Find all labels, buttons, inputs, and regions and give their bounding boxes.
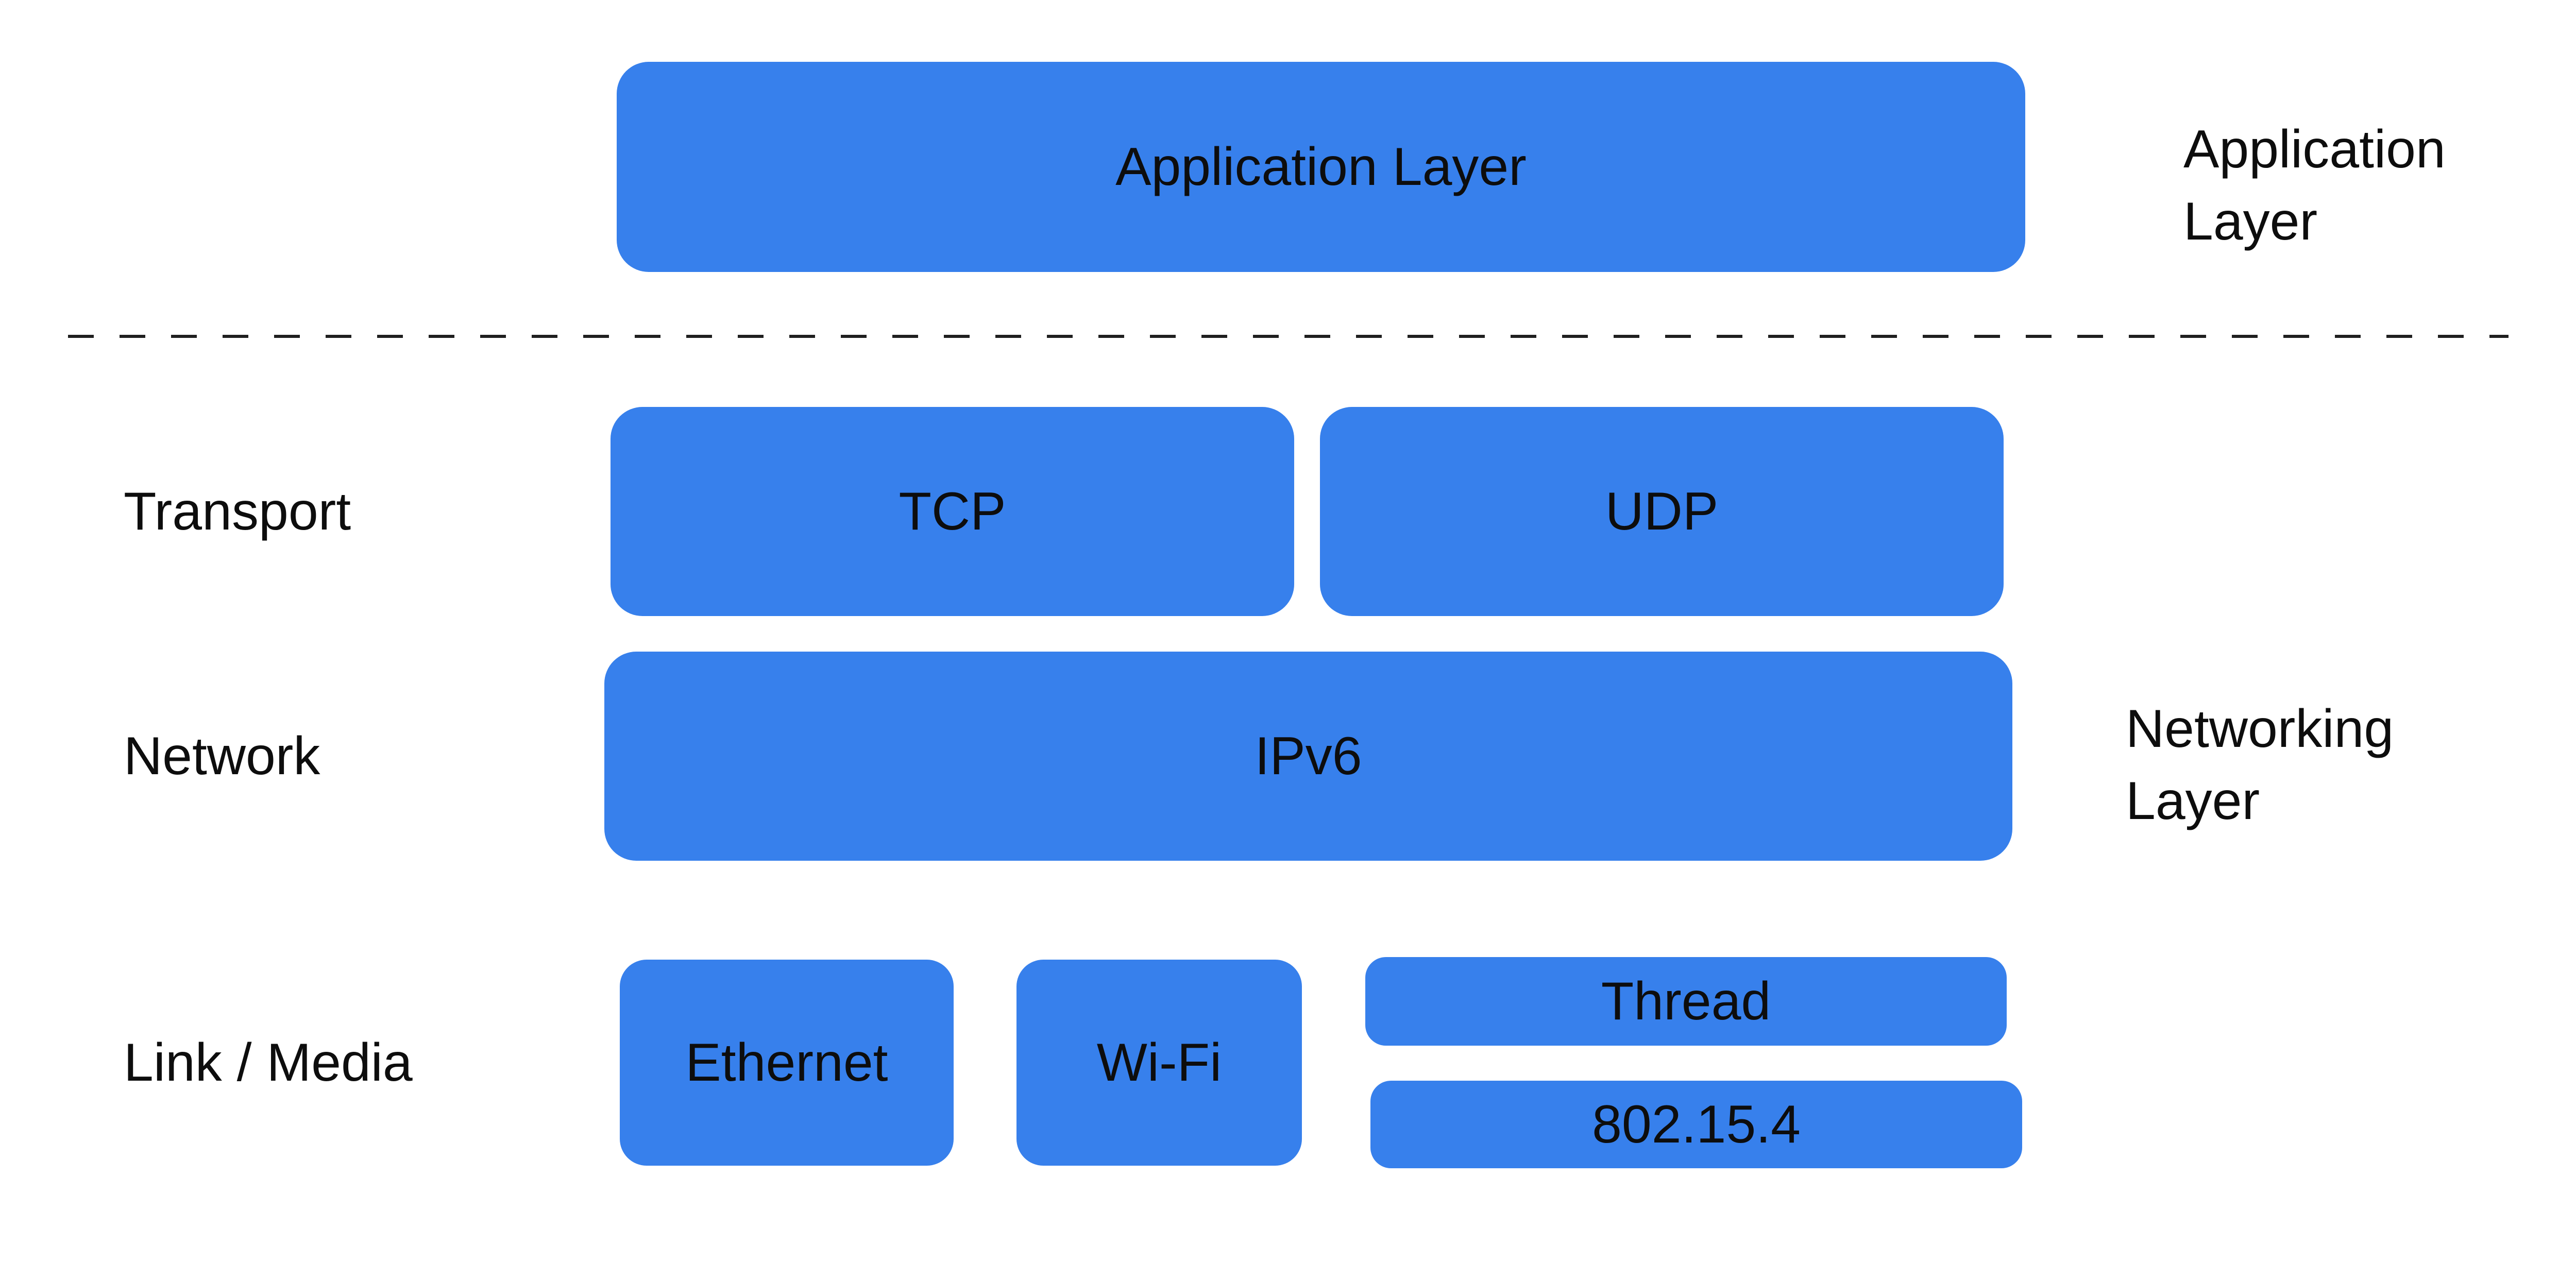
application-layer-side-label: Application Layer <box>2183 120 2446 251</box>
udp-box: UDP <box>1320 407 2004 616</box>
thread-box: Thread <box>1365 957 2007 1046</box>
link-media-row-label: Link / Media <box>124 1033 413 1093</box>
thread-box-label: Thread <box>1601 971 1771 1031</box>
ethernet-box: Ethernet <box>620 960 954 1166</box>
transport-row-label: Transport <box>124 482 351 541</box>
networking-layer-side-label: Networking Layer <box>2126 699 2394 831</box>
application-layer-box: Application Layer <box>617 62 2025 272</box>
layer-divider-dashed-line <box>68 335 2509 338</box>
udp-box-label: UDP <box>1605 481 1719 541</box>
tcp-box: TCP <box>611 407 1294 616</box>
ieee-802-15-4-box-label: 802.15.4 <box>1592 1094 1801 1154</box>
tcp-box-label: TCP <box>899 481 1006 541</box>
ethernet-box-label: Ethernet <box>685 1032 888 1093</box>
ieee-802-15-4-box: 802.15.4 <box>1370 1081 2022 1168</box>
ipv6-box: IPv6 <box>604 652 2012 861</box>
wifi-box-label: Wi-Fi <box>1096 1032 1222 1093</box>
wifi-box: Wi-Fi <box>1016 960 1302 1166</box>
application-layer-box-label: Application Layer <box>1115 137 1527 197</box>
ipv6-box-label: IPv6 <box>1255 726 1362 786</box>
network-row-label: Network <box>124 726 320 786</box>
